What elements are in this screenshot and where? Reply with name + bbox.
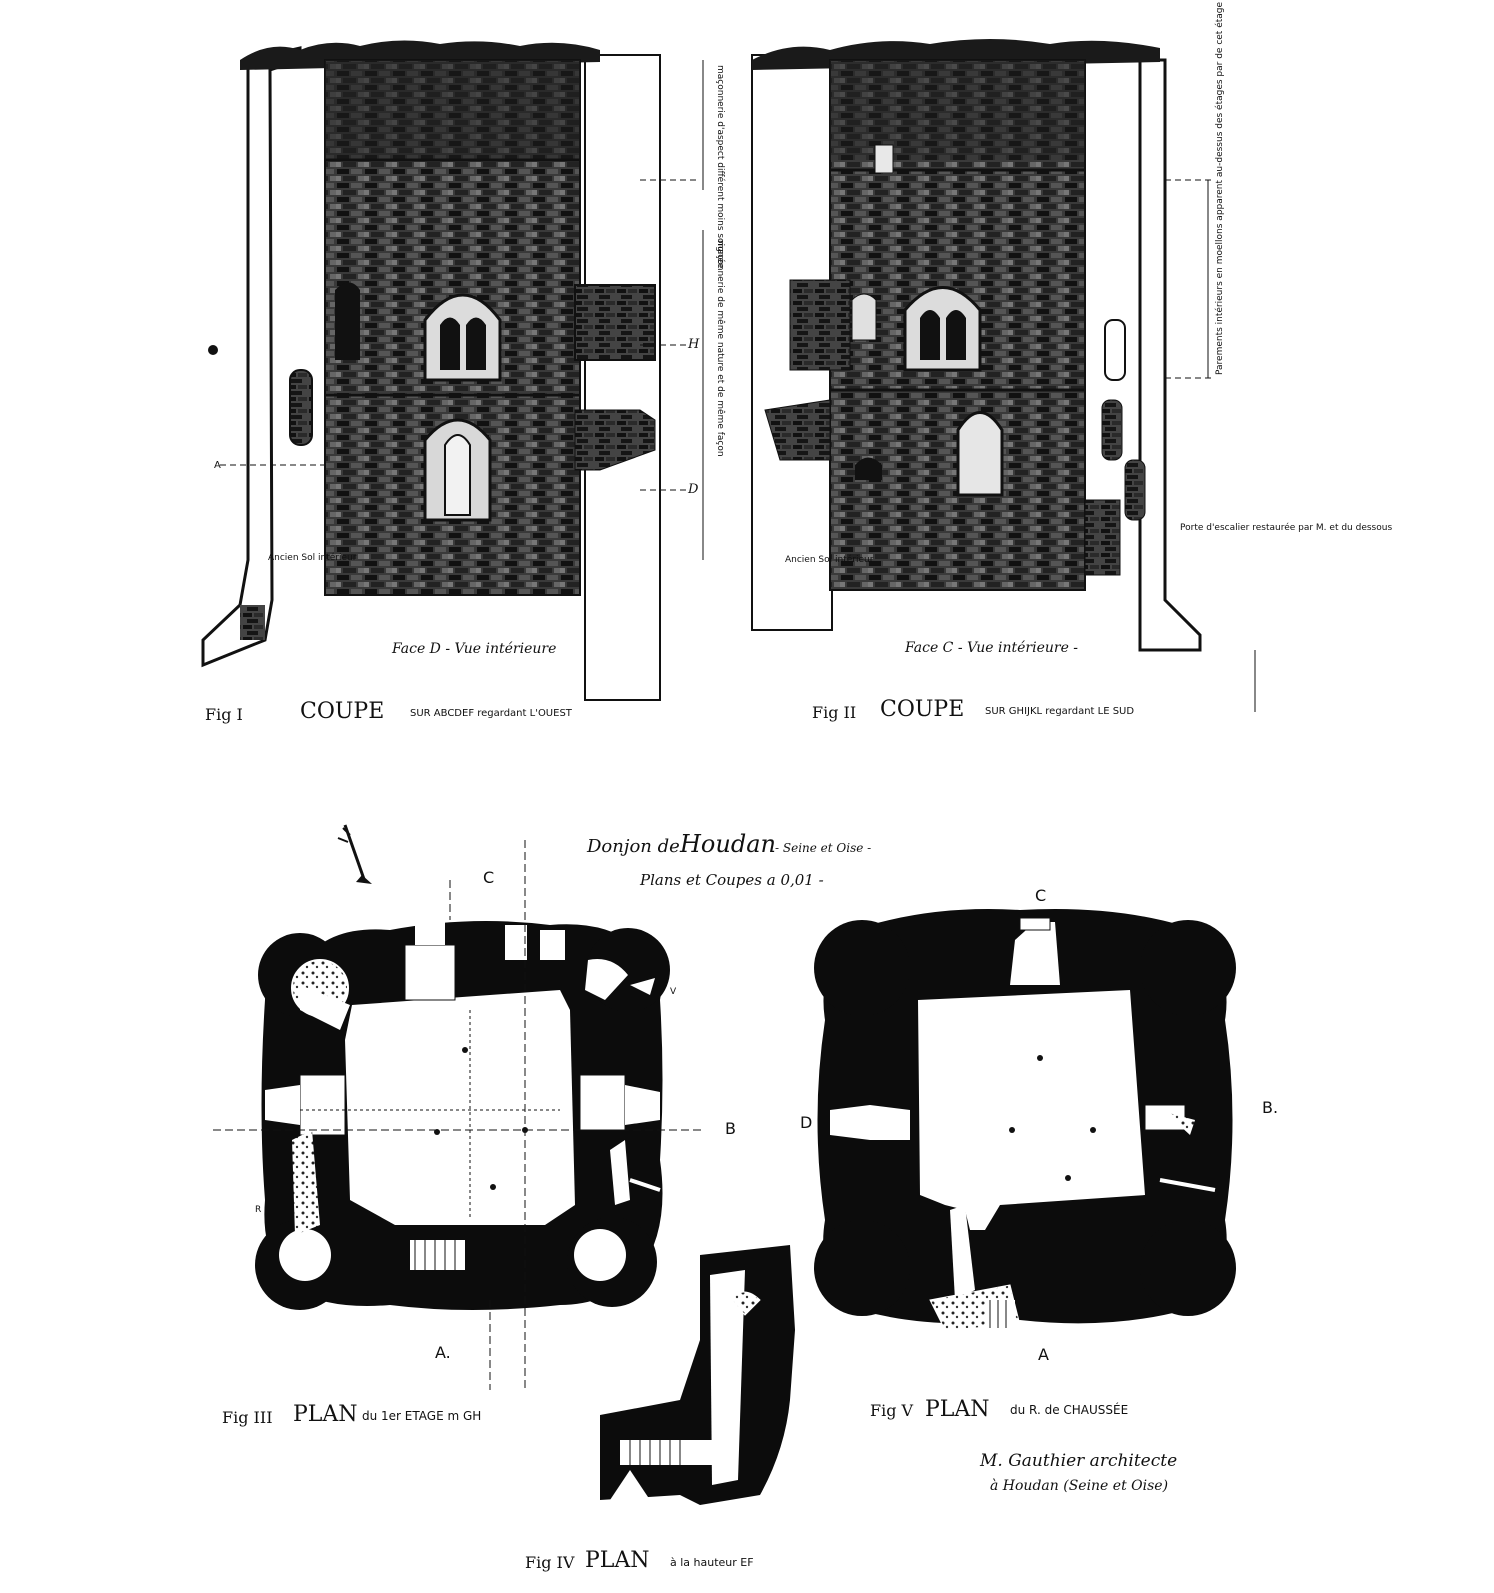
fig1-note-upper: maçonnerie d'aspect différent moins soig… [715, 65, 726, 269]
fig3-word: PLAN [293, 1402, 358, 1427]
architect-signature: M. Gauthier architecte à Houdan (Seine e… [979, 1451, 1177, 1494]
fig3-label-B: B [725, 1119, 736, 1138]
signature-line2: à Houdan (Seine et Oise) [990, 1478, 1168, 1494]
title-name: Houdan [679, 830, 776, 858]
fig5-label-B: B. [1262, 1098, 1278, 1117]
north-arrow-icon [337, 824, 372, 884]
fig1-mark-H: H [687, 337, 700, 352]
fig5-central-room [918, 990, 1145, 1230]
fig5-plan: C D B. A Fig V PLAN du R. de CHAUSSÉE [800, 886, 1278, 1422]
fig4-rest: à la hauteur EF [670, 1556, 754, 1569]
fig4-word: PLAN [585, 1548, 650, 1573]
fig2-note-lower: Porte d'escalier restaurée par M. et du … [1180, 522, 1392, 533]
fig1-twin-window [423, 293, 502, 382]
fig1-view-caption: Face D - Vue intérieure [391, 641, 556, 657]
fig5-word: PLAN [925, 1397, 990, 1422]
title-suffix: - Seine et Oise - [775, 841, 871, 855]
fig3-number: Fig III [222, 1408, 273, 1427]
fig3-label-A: A. [435, 1343, 451, 1362]
signature-line1: M. Gauthier architecte [979, 1451, 1177, 1471]
title-prefix: Donjon de [586, 836, 680, 857]
fig1-number: Fig I [205, 705, 243, 724]
fig3-mark-v: V [670, 987, 677, 997]
fig2-number: Fig II [812, 703, 856, 722]
fig3-mark-R: R [255, 1205, 261, 1215]
fig2-note-upper: Parements intérieurs en moellons apparen… [1214, 2, 1225, 375]
fig2-twin-window [903, 286, 982, 372]
fig2-left-note: Ancien Sol intérieur [785, 554, 874, 565]
fig5-label-C: C [1035, 886, 1046, 905]
fig1-word: COUPE [300, 699, 384, 724]
fig5-rest: du R. de CHAUSSÉE [1010, 1402, 1128, 1417]
fig3-rest: du 1er ETAGE m GH [362, 1409, 481, 1423]
fig3-central-room [345, 990, 575, 1225]
fig1-note-lower: maçonnerie de même nature et de même faç… [715, 240, 726, 457]
sheet-title: Donjon de Houdan - Seine et Oise - Plans… [586, 830, 871, 889]
fig2-arched-door [956, 411, 1004, 497]
fig2-right-wall [1138, 58, 1202, 652]
fig2-view-caption: Face C - Vue intérieure - [904, 640, 1078, 656]
fig1-left-note: Ancien Sol intérieur [268, 552, 357, 563]
fig4-plan: Fig IV PLAN à la hauteur EF [525, 1245, 795, 1573]
fig1-mark-D: D [687, 482, 699, 497]
fig3-plan: C B A. V R Fig III PLAN du 1er ETAGE m G… [213, 840, 736, 1427]
fig5-number: Fig V [870, 1401, 914, 1420]
title-line2: Plans et Coupes a 0,01 - [639, 871, 824, 889]
fig2-word: COUPE [880, 697, 964, 722]
fig1-left-wall [201, 46, 302, 668]
fig2-section: Parements intérieurs en moellons apparen… [751, 2, 1392, 722]
fig1-section: A H D maçonnerie d'aspect différent moin… [201, 40, 726, 724]
fig3-label-C: C [483, 868, 494, 887]
fig5-label-A: A [1038, 1345, 1049, 1364]
fig1-mark-A: A [214, 460, 221, 471]
fig5-label-D: D [800, 1113, 812, 1132]
fig1-right-wall [584, 54, 661, 701]
fig4-number: Fig IV [525, 1553, 575, 1572]
fig2-rest: SUR GHIJKL regardant LE SUD [985, 706, 1134, 717]
fig1-rest: SUR ABCDEF regardant L'OUEST [410, 708, 573, 719]
